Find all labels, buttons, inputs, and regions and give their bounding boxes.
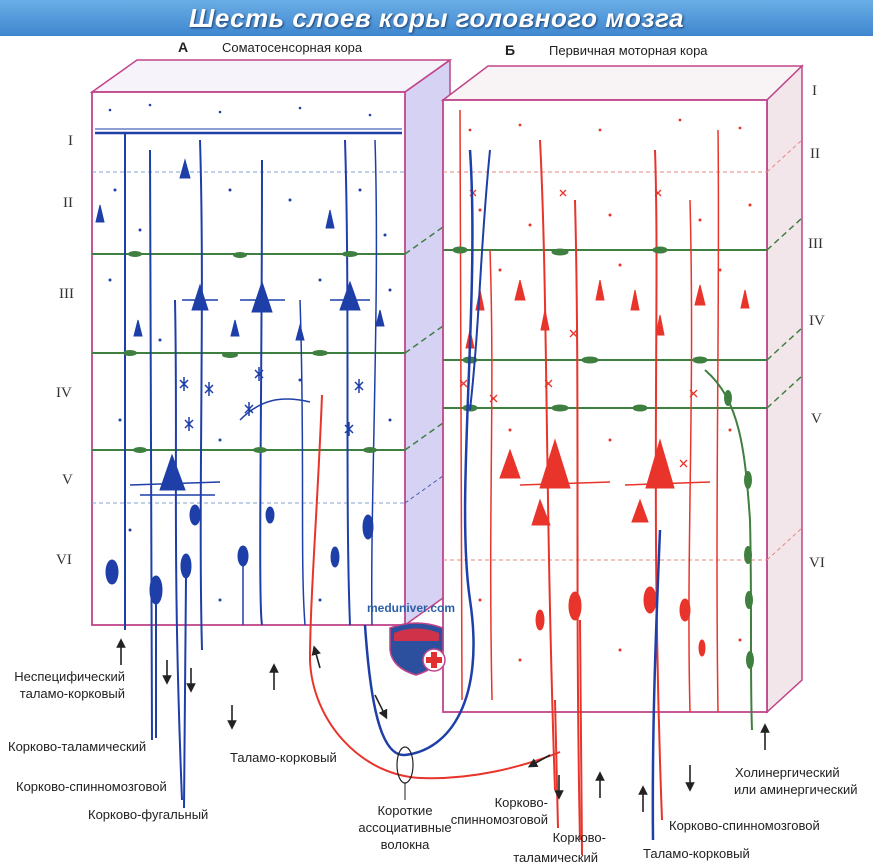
label-b-thalamo-cortical: Таламо-корковый bbox=[643, 846, 750, 861]
layer-label-b-5: V bbox=[811, 411, 822, 427]
label-b-spinal-line2: спинномозговой bbox=[451, 812, 548, 827]
b-thalamo-cortical-fiber bbox=[651, 529, 662, 841]
label-thalamo-cortical-a: Таламо-корковый bbox=[230, 750, 337, 765]
layer-label-a-3: III bbox=[59, 286, 74, 302]
panel-a-side-face bbox=[405, 60, 450, 625]
label-short-assoc-line3: волокна bbox=[381, 837, 431, 852]
medical-shield-icon bbox=[389, 622, 446, 676]
label-cortico-fugal: Корково-фугальный bbox=[88, 807, 208, 822]
label-nonspecific-line2: таламо-корковый bbox=[20, 686, 125, 701]
panel-b-name: Первичная моторная кора bbox=[549, 43, 708, 58]
layer-label-b-6: VI bbox=[809, 555, 825, 571]
panel-b-neurons bbox=[459, 109, 752, 856]
panel-b-letter: Б bbox=[505, 42, 515, 58]
layer-label-b-3: III bbox=[808, 236, 823, 252]
label-nonspecific-line1: Неспецифический bbox=[14, 669, 125, 684]
panel-a-letter: А bbox=[178, 39, 188, 55]
layer-label-a-2: II bbox=[63, 195, 73, 211]
label-cholinergic-line1: Холинергический bbox=[735, 765, 840, 780]
label-cortico-spinal-a: Корково-спинномозговой bbox=[16, 779, 167, 794]
label-b-thalamic-line1: Корково- bbox=[553, 830, 606, 845]
layer-label-a-4: IV bbox=[56, 385, 72, 401]
panel-b-side-face bbox=[766, 64, 803, 714]
layer-label-a-5: V bbox=[62, 472, 73, 488]
panel-b-box bbox=[440, 64, 804, 714]
label-b-thalamic-line2: таламический bbox=[513, 850, 598, 865]
panel-b-front-face bbox=[442, 99, 768, 713]
panel-b-green-fibers bbox=[452, 246, 754, 731]
panel-a-green-fibers bbox=[123, 251, 377, 453]
label-b-cortico-spinal: Корково-спинномозговой bbox=[669, 818, 820, 833]
label-cortico-thalamic-a: Корково-таламический bbox=[8, 739, 146, 754]
association-fibers bbox=[308, 149, 561, 800]
panel-a-box bbox=[89, 59, 453, 626]
page-title: Шесть слоев коры головного мозга bbox=[188, 3, 685, 33]
association-fiber-ring bbox=[396, 746, 414, 784]
panel-a-top-face bbox=[89, 59, 453, 93]
label-short-assoc-line1: Короткие bbox=[377, 803, 432, 818]
layer-label-b-1: I bbox=[812, 83, 817, 99]
panel-b-top-face bbox=[440, 65, 804, 101]
label-b-spinal-line1: Корково- bbox=[495, 795, 548, 810]
layer-label-a-1: I bbox=[68, 133, 73, 149]
label-cholinergic-line2: или аминергический bbox=[734, 782, 858, 797]
panel-a-front-face bbox=[91, 91, 406, 626]
title-banner: Шесть слоев коры головного мозга bbox=[0, 0, 873, 36]
watermark-text: meduniver.com bbox=[367, 601, 455, 615]
label-short-assoc-line2: ассоциативные bbox=[358, 820, 451, 835]
layer-label-b-4: IV bbox=[809, 313, 825, 329]
panel-a-neurons bbox=[95, 103, 392, 809]
layer-label-b-2: II bbox=[810, 146, 820, 162]
layer-label-a-6: VI bbox=[56, 552, 72, 568]
direction-arrows bbox=[116, 638, 770, 812]
panel-a-name: Соматосенсорная кора bbox=[222, 40, 363, 55]
